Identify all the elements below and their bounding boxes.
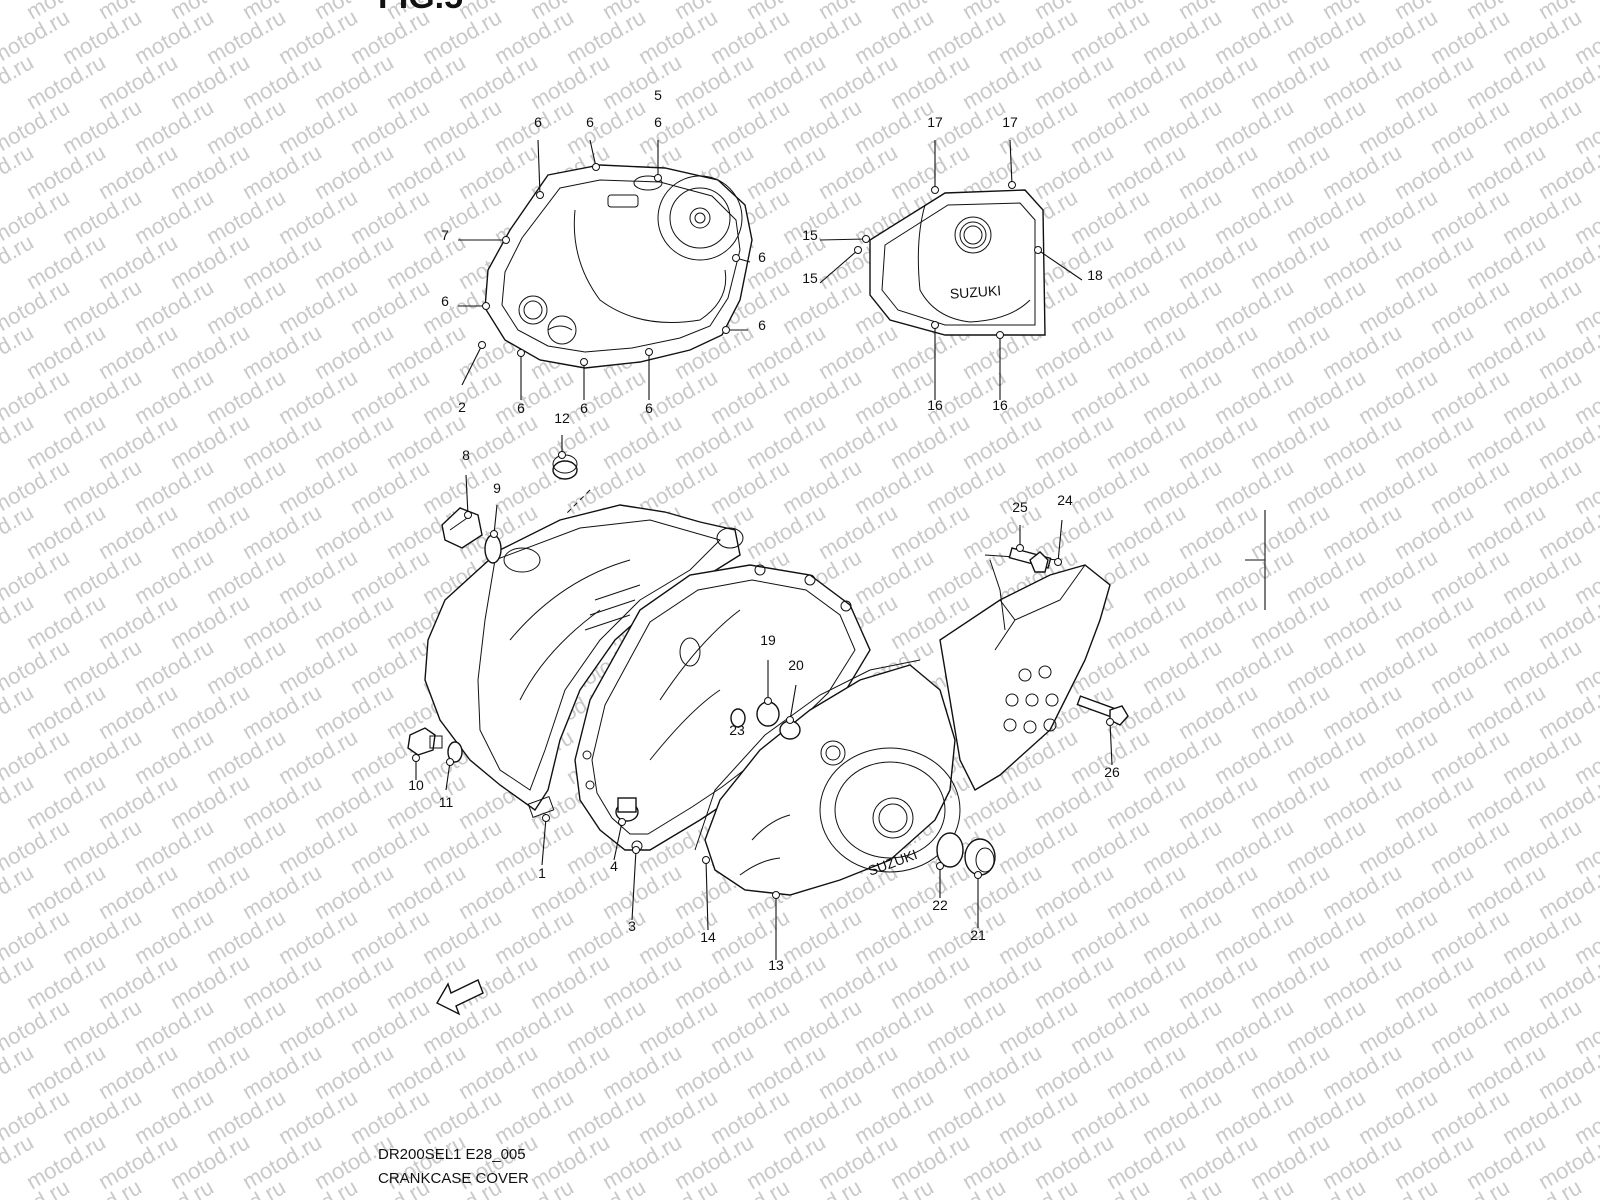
figure-name: CRANKCASE COVER [378, 1170, 529, 1187]
callout-label: 7 [441, 227, 449, 243]
bolt-hole-marker [490, 530, 498, 538]
bolt-hole-marker [464, 511, 472, 519]
bolt-hole-marker [996, 331, 1004, 339]
bolt-hole-marker [1034, 246, 1042, 254]
callout-label: 12 [554, 410, 570, 426]
callout-label: 6 [758, 317, 766, 333]
figure-title-fragment: FIG.5 [378, 0, 463, 17]
callout-label: 23 [729, 722, 745, 738]
callout-label: 26 [1104, 764, 1120, 780]
callout-label: 6 [758, 249, 766, 265]
callout-label: 2 [458, 399, 466, 415]
bolt-hole-marker [931, 321, 939, 329]
callout-label: 6 [645, 400, 653, 416]
callout-label: 6 [586, 114, 594, 130]
bolt-hole-marker [936, 862, 944, 870]
callout-label: 10 [408, 777, 424, 793]
callout-label: 6 [580, 400, 588, 416]
callout-label: 1 [538, 865, 546, 881]
bolt-hole-marker [542, 814, 550, 822]
bolt-hole-marker [412, 754, 420, 762]
callout-label: 9 [493, 480, 501, 496]
bolt-hole-marker [702, 856, 710, 864]
bolt-hole-marker [931, 186, 939, 194]
callout-label: 5 [654, 87, 662, 103]
callout-label: 17 [927, 114, 943, 130]
bolt-hole-marker [772, 891, 780, 899]
callout-label: 4 [610, 858, 618, 874]
callout-label: 16 [992, 397, 1008, 413]
callout-label: 6 [534, 114, 542, 130]
callout-label: 15 [802, 227, 818, 243]
callout-label: 19 [760, 632, 776, 648]
bolt-hole-marker [618, 818, 626, 826]
bolt-hole-marker [854, 246, 862, 254]
callout-label: 21 [970, 927, 986, 943]
bolt-hole-marker [517, 349, 525, 357]
callout-label: 11 [439, 794, 454, 810]
bolt-hole-marker [764, 697, 772, 705]
bolt-hole-marker [1016, 544, 1024, 552]
callout-label: 14 [700, 929, 716, 945]
bolt-hole-marker [478, 341, 486, 349]
bolt-hole-marker [536, 191, 544, 199]
bolt-hole-marker [862, 235, 870, 243]
clutch-cover-inner [484, 164, 753, 369]
bolt-hole-marker [446, 758, 454, 766]
callout-label: 15 [802, 270, 818, 286]
bolt-hole-marker [482, 302, 490, 310]
bolt-hole-marker [974, 871, 982, 879]
callout-label: 6 [654, 114, 662, 130]
callout-label: 6 [517, 400, 525, 416]
callout-label: 24 [1057, 492, 1073, 508]
callout-label: 20 [788, 657, 804, 673]
bolt-hole-marker [1054, 558, 1062, 566]
bolt-hole-marker [654, 174, 662, 182]
bolt-hole-marker [732, 254, 740, 262]
callout-label: 18 [1087, 267, 1103, 283]
callout-label: 17 [1002, 114, 1018, 130]
bolt-hole-marker [1008, 181, 1016, 189]
bolt-hole-marker [1106, 718, 1114, 726]
callout-label: 8 [462, 447, 470, 463]
bolt-hole-marker [580, 358, 588, 366]
callout-label: 22 [932, 897, 948, 913]
bolt-hole-marker [632, 846, 640, 854]
callout-label: 3 [628, 918, 636, 934]
callout-label: 16 [927, 397, 943, 413]
bolt-hole-marker [558, 451, 566, 459]
bolt-hole-marker [722, 326, 730, 334]
callout-label: 13 [768, 957, 784, 973]
bolt-hole-marker [786, 716, 794, 724]
bolt-hole-marker [645, 348, 653, 356]
bolt-hole-marker [502, 236, 510, 244]
callout-label: 6 [441, 293, 449, 309]
bolt-hole-marker [592, 163, 600, 171]
figure-code: DR200SEL1 E28_005 [378, 1146, 526, 1163]
callout-label: 25 [1012, 499, 1028, 515]
